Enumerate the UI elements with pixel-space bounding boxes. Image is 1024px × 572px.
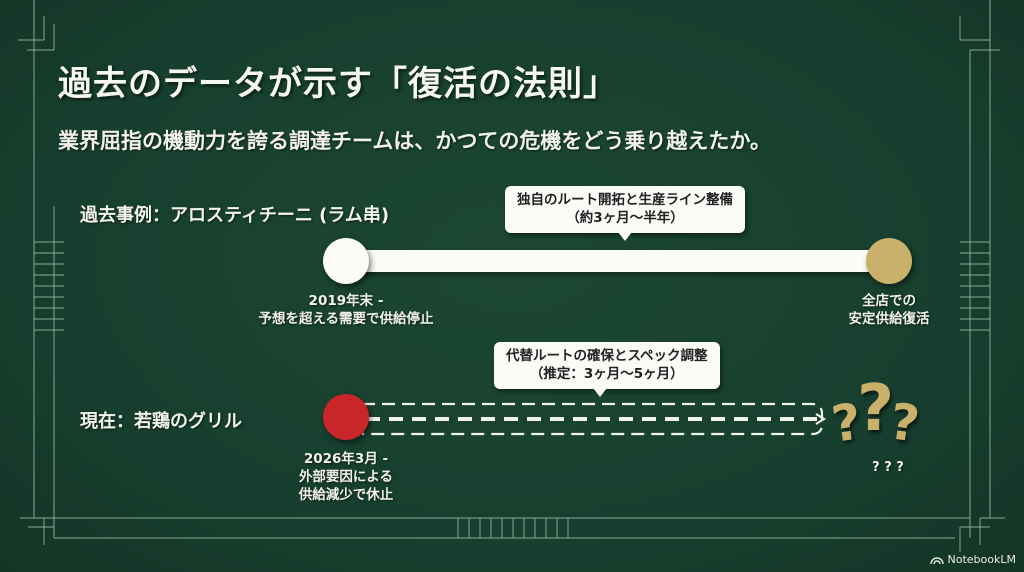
current-start-line3: 供給減少で休止: [298, 487, 394, 503]
past-end-caption: 全店での 安定供給復活: [849, 292, 930, 328]
brand-text: NotebookLM: [947, 553, 1016, 566]
past-case-label: 過去事例：アロスティチーニ (ラム串): [80, 205, 390, 226]
slide-subtitle: 業界屈指の機動力を誇る調達チームは、かつての危機をどう乗り越えたか。: [58, 129, 771, 153]
current-start-caption: 2026年3月 - 外部要因による 供給減少で休止: [299, 450, 394, 504]
current-start-date: 2026年3月 -: [303, 451, 389, 467]
past-timeline-bar: [346, 250, 892, 272]
notebooklm-watermark: NotebookLM: [929, 553, 1016, 566]
past-end-line1: 全店での: [862, 293, 916, 309]
past-callout-line1: 独自のルート開拓と生産ライン整備: [517, 192, 733, 208]
past-end-milestone-dot: [866, 238, 912, 284]
past-start-milestone-dot: [323, 238, 369, 284]
past-start-caption: 2019年末 - 予想を超える需要で供給停止: [258, 292, 433, 328]
past-start-description: 予想を超える需要で供給停止: [258, 311, 434, 327]
current-start-line2: 外部要因による: [298, 469, 394, 485]
past-end-line2: 安定供給復活: [848, 311, 930, 327]
past-case-process-callout: 独自のルート開拓と生産ライン整備 （約3ヶ月〜半年）: [505, 186, 745, 241]
current-start-milestone-dot: [323, 394, 369, 440]
current-callout-line1: 代替ルートの確保とスペック調整: [506, 348, 708, 364]
current-dashed-timeline-arrow: [362, 402, 827, 436]
current-case-process-callout: 代替ルートの確保とスペック調整 （推定：3ヶ月〜5ヶ月）: [494, 342, 720, 397]
notebooklm-logo-icon: [929, 556, 944, 564]
past-callout-line2: （約3ヶ月〜半年）: [566, 210, 684, 226]
current-case-label: 現在：若鶏のグリル: [80, 411, 242, 432]
past-start-date: 2019年末 -: [308, 293, 384, 309]
slide-title: 過去のデータが示す「復活の法則」: [58, 64, 618, 104]
current-callout-line2: （推定：3ヶ月〜5ヶ月）: [529, 366, 684, 382]
unknown-outcome-question-marks-icon: ???: [828, 372, 924, 454]
unknown-outcome-caption: ? ? ?: [872, 460, 904, 475]
